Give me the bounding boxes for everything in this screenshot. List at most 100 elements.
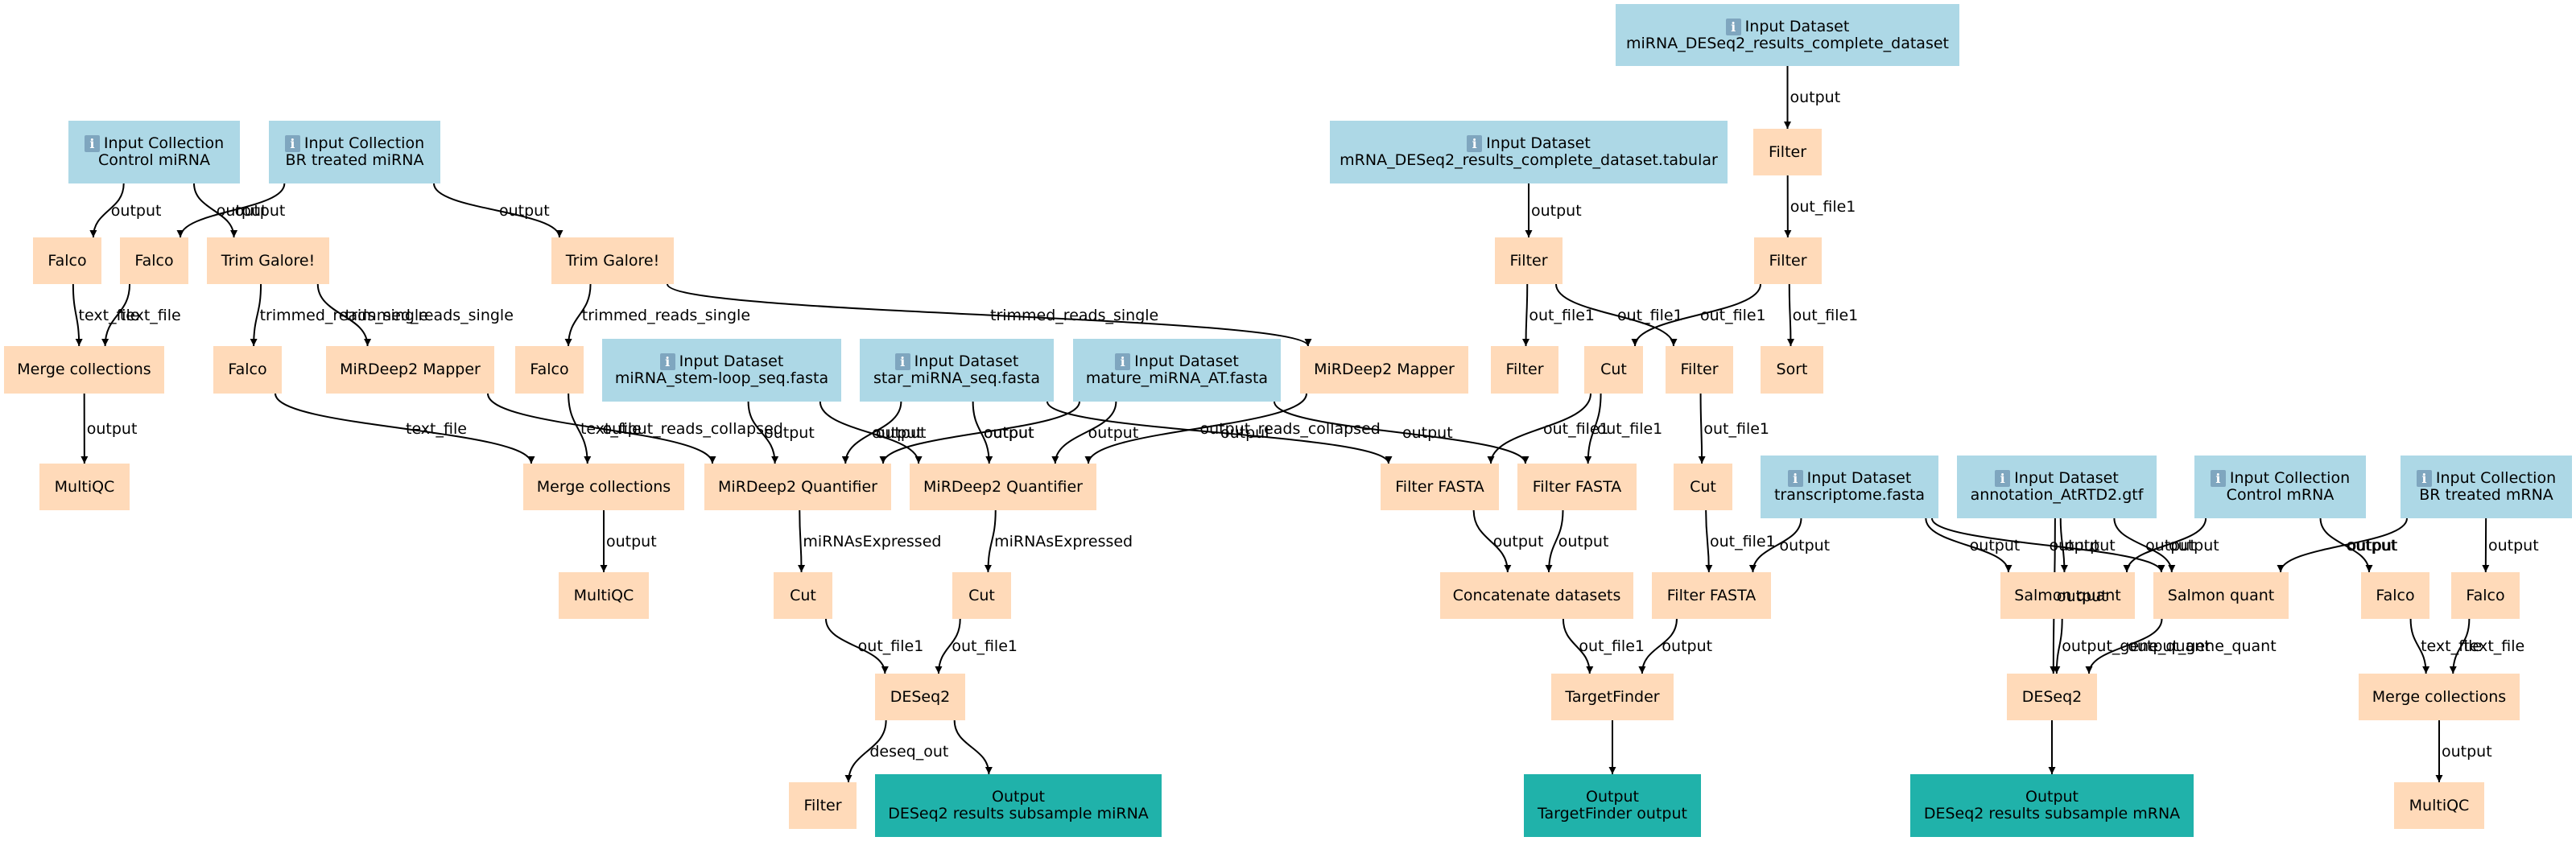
tool-node-merge3[interactable]: Merge collections xyxy=(2359,674,2520,720)
edge-in-br-mrna-to-salmon2 xyxy=(2277,517,2408,573)
tool-node-multiqc2[interactable]: MultiQC xyxy=(559,572,649,619)
edge-label: output xyxy=(1969,536,2021,554)
edge-in-mature-to-ffasta2 xyxy=(1274,401,1530,464)
tool-node-falco5[interactable]: Falco xyxy=(2361,572,2429,619)
edge-quant1-to-cut1 xyxy=(798,509,806,573)
tool-node-multiqc1[interactable]: MultiQC xyxy=(39,464,130,510)
edge-filter-r1-to-sort1 xyxy=(1786,283,1794,347)
node-title-text: Cut xyxy=(1600,361,1627,378)
tool-node-filter-m2[interactable]: Filter xyxy=(1491,346,1558,394)
tool-node-falco4[interactable]: Falco xyxy=(515,346,584,394)
tool-node-filter-deseq[interactable]: Filter xyxy=(789,782,857,829)
edge-in-transcriptome-to-ffasta3 xyxy=(1748,517,1802,573)
edge-filter-m1-to-filter-m3 xyxy=(1555,283,1678,347)
node-title-text: Filter xyxy=(1768,142,1807,161)
node-title: Trim Galore! xyxy=(221,252,315,270)
edge-label: trimmed_reads_single xyxy=(345,306,514,324)
tool-node-cut3[interactable]: Cut xyxy=(1584,346,1643,394)
edge-label: output xyxy=(1402,423,1453,442)
tool-node-falco3[interactable]: Falco xyxy=(213,346,282,394)
tool-node-deseq-mrna[interactable]: DESeq2 xyxy=(2007,674,2097,720)
edge-label: output xyxy=(110,201,162,220)
node-title-text: Input Dataset xyxy=(914,352,1019,370)
edge-label: output xyxy=(2065,536,2116,554)
tool-node-falco1[interactable]: Falco xyxy=(33,237,101,284)
node-title: Filter xyxy=(1680,361,1718,378)
edge-label: text_file xyxy=(119,306,181,324)
tool-node-quant1[interactable]: MiRDeep2 Quantifier xyxy=(704,464,891,510)
edge-label: output xyxy=(1558,532,1609,550)
tool-node-trim2[interactable]: Trim Galore! xyxy=(551,237,674,284)
tool-node-ffasta3[interactable]: Filter FASTA xyxy=(1652,572,1771,619)
edge-label: output xyxy=(2442,742,2492,761)
node-title: Merge collections xyxy=(537,478,671,496)
tool-node-cut2[interactable]: Cut xyxy=(952,572,1011,619)
edge-label: output xyxy=(1790,89,1841,106)
tool-node-merge2[interactable]: Merge collections xyxy=(523,464,684,510)
tool-node-mapper2[interactable]: MiRDeep2 Mapper xyxy=(1300,346,1468,394)
tool-node-salmon1[interactable]: Salmon quant xyxy=(2000,572,2135,619)
edge-label: out_file1 xyxy=(1792,306,1859,324)
edge-in-transcriptome-to-salmon2 xyxy=(1931,517,2165,573)
tool-node-trim1[interactable]: Trim Galore! xyxy=(207,237,329,284)
edge-label: text_file xyxy=(78,306,140,324)
tool-node-quant2[interactable]: MiRDeep2 Quantifier xyxy=(910,464,1096,510)
edge-concat-to-targetfinder xyxy=(1562,618,1594,674)
node-title-text: Cut xyxy=(968,586,995,604)
tool-node-deseq-mirna[interactable]: DESeq2 xyxy=(875,674,965,720)
tool-node-filter-r1[interactable]: Filter xyxy=(1754,237,1822,284)
node-title-text: Filter xyxy=(1680,361,1719,378)
tool-node-mapper1[interactable]: MiRDeep2 Mapper xyxy=(326,346,494,394)
edge-deseq-mirna-to-filter-deseq xyxy=(844,719,887,783)
tool-node-filter-m1[interactable]: Filter xyxy=(1495,237,1563,284)
tool-node-ffasta1[interactable]: Filter FASTA xyxy=(1381,464,1499,510)
tool-node-filter-m3[interactable]: Filter xyxy=(1666,346,1733,394)
tool-node-sort1[interactable]: Sort xyxy=(1761,346,1823,394)
tool-node-ffasta2[interactable]: Filter FASTA xyxy=(1517,464,1637,510)
tool-node-falco6[interactable]: Falco xyxy=(2451,572,2520,619)
tool-node-salmon2[interactable]: Salmon quant xyxy=(2153,572,2289,619)
tool-node-filter-top[interactable]: Filter xyxy=(1753,129,1822,175)
edge-label: output xyxy=(2169,536,2219,554)
node-title: Falco xyxy=(2466,587,2504,604)
node-title-text: Trim Galore! xyxy=(565,251,660,270)
node-title-text: Concatenate datasets xyxy=(1452,586,1621,604)
node-title-text: Filter xyxy=(1769,251,1807,270)
tool-node-cut4[interactable]: Cut xyxy=(1674,464,1732,510)
edge-label: out_file1 xyxy=(1617,306,1683,324)
node-title-text: Input Dataset xyxy=(2014,469,2119,487)
tool-node-targetfinder[interactable]: TargetFinder xyxy=(1551,674,1674,720)
edge-label: output xyxy=(983,423,1034,442)
edge-label: output xyxy=(2346,536,2397,554)
tool-node-merge1[interactable]: Merge collections xyxy=(4,346,164,394)
info-icon: i xyxy=(1995,470,2011,487)
edge-trim2-to-mapper2 xyxy=(667,283,1312,347)
tool-node-falco2[interactable]: Falco xyxy=(120,237,188,284)
tool-node-cut1[interactable]: Cut xyxy=(774,572,832,619)
node-title-text: Input Dataset xyxy=(679,352,784,370)
node-title-text: Input Collection xyxy=(2229,469,2351,487)
node-title-text: Output xyxy=(2025,788,2079,806)
tool-node-multiqc3[interactable]: MultiQC xyxy=(2394,782,2484,829)
tool-node-concat[interactable]: Concatenate datasets xyxy=(1440,572,1633,619)
edge-label: output xyxy=(1088,423,1139,442)
edge-in-ctrl-mirna-to-trim1 xyxy=(193,183,238,238)
node-title-text: Filter xyxy=(803,796,842,814)
